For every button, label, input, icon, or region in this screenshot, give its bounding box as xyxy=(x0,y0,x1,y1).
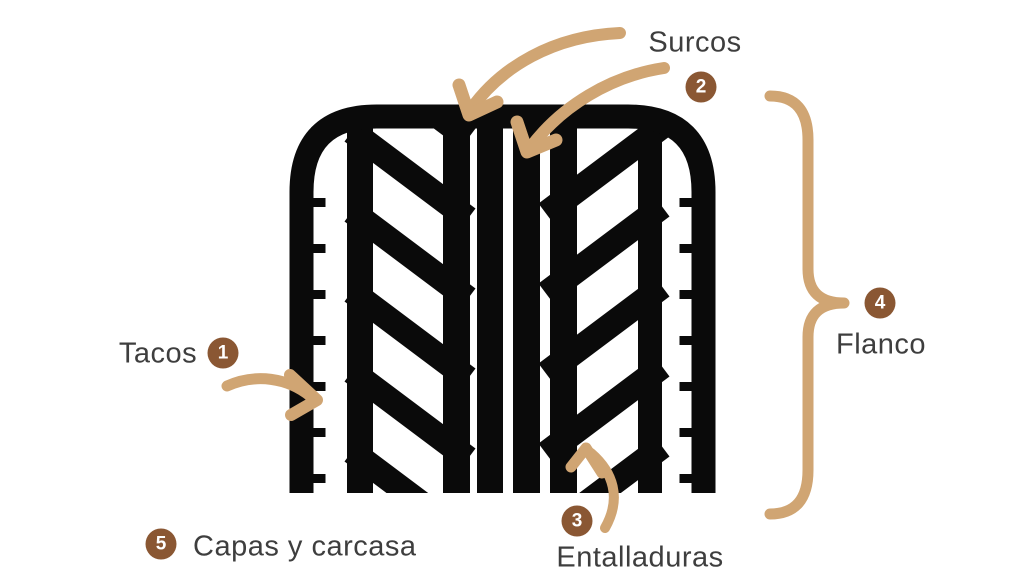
badge-5-capas-y-carcasa: 5 xyxy=(145,528,177,560)
surcos-arrow-left-icon xyxy=(452,27,626,122)
annotation-arrows xyxy=(221,27,850,533)
badge-3-entalladuras: 3 xyxy=(561,505,593,537)
label-capas-y-carcasa: Capas y carcasa xyxy=(193,530,417,563)
badge-4-flanco: 4 xyxy=(864,287,896,319)
tire-tread-graphic xyxy=(289,104,716,493)
entalladuras-arrow-icon xyxy=(565,442,619,533)
shoulder-sipes-right xyxy=(679,198,692,483)
shoulder-sipes-left xyxy=(313,198,326,483)
tire-casing-outline xyxy=(289,104,716,493)
label-entalladuras: Entalladuras xyxy=(556,541,724,574)
tacos-arrow-icon xyxy=(221,369,323,421)
surcos-arrow-right-icon xyxy=(510,62,670,159)
label-surcos: Surcos xyxy=(648,26,742,59)
flanco-brace-icon xyxy=(764,90,850,520)
label-tacos: Tacos xyxy=(118,337,198,370)
label-flanco: Flanco xyxy=(835,328,927,361)
badge-2-surcos: 2 xyxy=(685,71,717,103)
tread-ribs xyxy=(347,112,662,493)
badge-1-tacos: 1 xyxy=(207,337,239,369)
